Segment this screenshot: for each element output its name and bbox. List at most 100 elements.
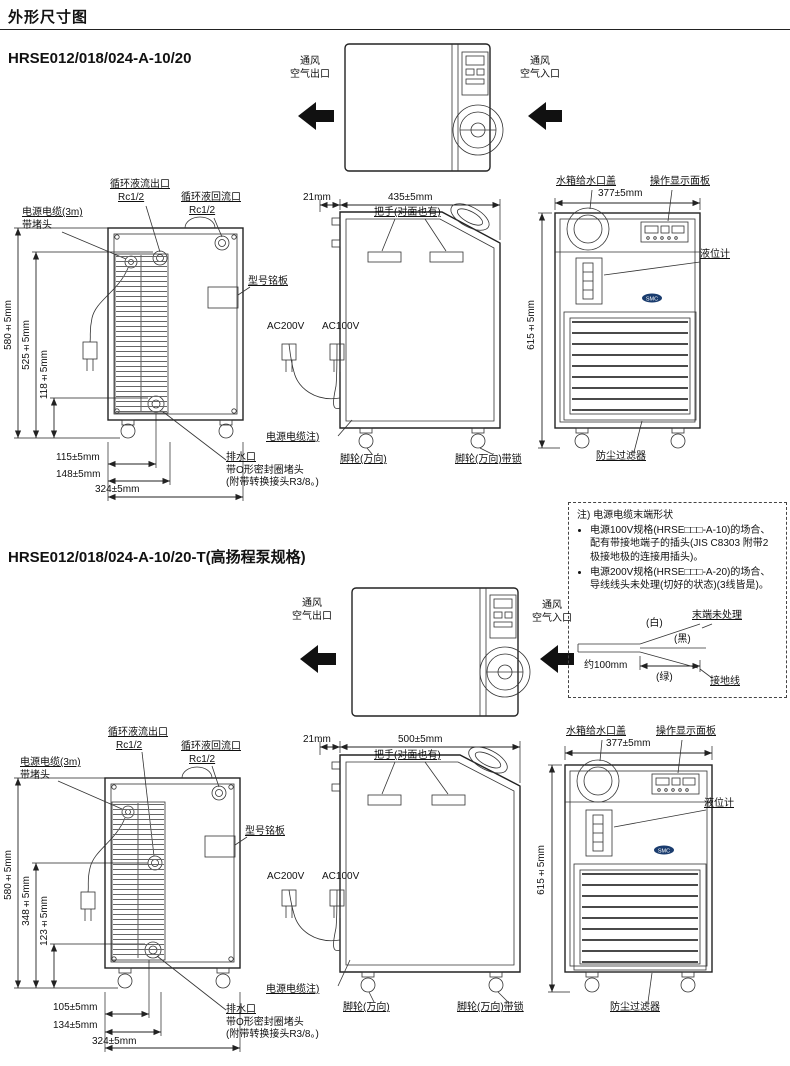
ac100-label-2: AC100V: [322, 871, 360, 882]
caster-lock-label-1: 脚轮(万向)带锁: [455, 454, 522, 465]
circulating-return-label-2: 循环液回流口 Rc1/2: [181, 741, 241, 766]
nameplate-label-1: 型号铭板: [248, 276, 288, 287]
dim-label-580-2: 580±5mm: [3, 850, 14, 900]
title-rule: [0, 29, 790, 30]
dim-label-580-1: 580±5mm: [3, 300, 14, 350]
air-out-arrow-1: [298, 102, 334, 130]
dim-label-134-2: 134±5mm: [53, 1020, 98, 1031]
dim-label-324-1: 324±5mm: [95, 484, 140, 495]
cable-end-drawing: [577, 623, 713, 679]
note-list: 电源100V规格(HRSE□□□-A-10)的场合、配有带接地端子的插头(JIS…: [577, 524, 778, 592]
drain-text: 排水口: [226, 1004, 256, 1015]
ac100-label-1: AC100V: [322, 321, 360, 332]
air-in-arrow-2: [540, 645, 574, 673]
dim-label-118-1: 118±5mm: [39, 350, 50, 400]
smc-logo-badge: [642, 293, 662, 303]
dim-label-115-1: 115±5mm: [56, 452, 100, 463]
level-gauge-label-2: 液位计: [704, 798, 734, 809]
air-inlet-label-1: 通风 空气入口: [508, 56, 572, 81]
tank-cap-label-2: 水箱给水口盖: [566, 726, 626, 737]
air-outlet-label-1: 通风 空气出口: [278, 56, 342, 81]
with-plug-text: 带堵头: [22, 219, 52, 231]
caster-swivel-label-1: 脚轮(万向): [340, 454, 387, 465]
page-title: 外形尺寸图: [8, 9, 89, 26]
dim-label-105-2: 105±5mm: [53, 1002, 98, 1013]
air-in-arrow-1: [528, 102, 562, 130]
with-plug-text: 带堵头: [20, 769, 50, 781]
power-cable-text: 电源电缆(3m): [20, 757, 81, 768]
rc12-text: Rc1/2: [189, 204, 216, 216]
dim-label-377-2: 377±5mm: [606, 738, 651, 749]
dim-label-348-2: 348±5mm: [21, 876, 32, 926]
dust-filter-label-1: 防尘过滤器: [596, 451, 646, 462]
dim-label-377-1: 377±5mm: [598, 188, 643, 199]
smc-logo-badge: [654, 845, 674, 855]
drain-seal-text: 带O形密封圈堵头: [226, 464, 304, 476]
drain-seal-text: 带O形密封圈堵头: [226, 1016, 304, 1028]
air-out-text: 空气出口: [290, 68, 330, 80]
nameplate-label-2: 型号铭板: [245, 826, 285, 837]
power-cable-label-2: 电源电缆(3m) 带堵头: [20, 757, 81, 782]
rc12-text: Rc1/2: [189, 753, 216, 765]
front-view-1-drawing: SMC: [538, 189, 701, 453]
rc12-text: Rc1/2: [118, 191, 145, 203]
air-in-text: 空气入口: [520, 68, 560, 80]
circ-ret-text: 循环液回流口: [181, 741, 241, 752]
dim-label-148-1: 148±5mm: [56, 469, 101, 480]
note-item: 电源100V规格(HRSE□□□-A-10)的场合、配有带接地端子的插头(JIS…: [590, 524, 778, 564]
circulating-outlet-label-1: 循环液流出口 Rc1/2: [110, 179, 170, 204]
caster-swivel-label-2: 脚轮(万向): [343, 1002, 390, 1013]
top-view-2-drawing: [300, 587, 574, 717]
side-view-2-drawing: [281, 741, 521, 1003]
air-out-arrow-2: [300, 645, 336, 673]
wire-green-label: (绿): [656, 672, 673, 683]
handle-label-1: 把手(对面也有): [374, 207, 441, 218]
wire-white-label: (白): [646, 618, 663, 629]
air-outlet-label-2: 通风 空气出口: [280, 598, 344, 623]
wire-untreated-label: 末端未处理: [692, 610, 742, 621]
drain-label-1: 排水口 带O形密封圈堵头 (附带转换接头R3/8。): [226, 452, 319, 490]
circulating-outlet-label-2: 循环液流出口 Rc1/2: [108, 727, 168, 752]
dim-label-21-1: 21mm: [303, 192, 331, 203]
control-panel-label-2: 操作显示面板: [656, 726, 716, 737]
smc-logo-text-1: SMC: [646, 297, 658, 303]
dim-label-21-2: 21mm: [303, 734, 331, 745]
level-gauge-label-1: 液位计: [700, 249, 730, 260]
drain-adapter-text: (附带转换接头R3/8。): [226, 1029, 319, 1040]
note-title: 注) 电源电缆末端形状: [577, 510, 674, 521]
air-in-text: 空气入口: [532, 612, 572, 624]
dim-label-123-2: 123±5mm: [39, 896, 50, 946]
dust-filter-label-2: 防尘过滤器: [610, 1002, 660, 1013]
circ-out-text: 循环液流出口: [110, 179, 170, 190]
drain-text: 排水口: [226, 452, 256, 463]
power-cable-label-1: 电源电缆(3m) 带堵头: [22, 207, 83, 232]
ac200-label-2: AC200V: [267, 871, 305, 882]
filter-grille-front-2: [582, 873, 698, 963]
air-out-text: 空气出口: [292, 610, 332, 622]
tank-cap-label-1: 水箱给水口盖: [556, 176, 616, 187]
circ-out-text: 循环液流出口: [108, 727, 168, 738]
vent-text: 通风: [542, 600, 562, 611]
dim-label-615-1: 615±5mm: [526, 300, 537, 350]
smc-logo-text-2: SMC: [658, 849, 670, 855]
rc12-text: Rc1/2: [116, 739, 143, 751]
drain-label-2: 排水口 带O形密封圈堵头 (附带转换接头R3/8。): [226, 1004, 319, 1042]
ac200-label-1: AC200V: [267, 321, 305, 332]
power-cable-text: 电源电缆(3m): [22, 207, 83, 218]
power-cable-note-box: 注) 电源电缆末端形状 电源100V规格(HRSE□□□-A-10)的场合、配有…: [568, 502, 787, 698]
model-heading-2: HRSE012/018/024-A-10/20-T(高扬程泵规格): [8, 549, 306, 566]
circ-ret-text: 循环液回流口: [181, 192, 241, 203]
ground-wire-label: 接地线: [710, 676, 740, 687]
dim-label-500-2: 500±5mm: [398, 734, 443, 745]
top-view-1-drawing: [298, 43, 562, 172]
vent-text: 通风: [300, 56, 320, 67]
dim-label-324-2: 324±5mm: [92, 1036, 137, 1047]
vent-text: 通风: [530, 56, 550, 67]
side-view-1-drawing: [281, 199, 501, 455]
filter-grille-front-1: [572, 321, 688, 413]
handle-label-2: 把手(对面也有): [374, 750, 441, 761]
power-cable-note-label-2: 电源电缆注): [266, 984, 320, 995]
wire-length-label: 约100mm: [584, 660, 628, 671]
